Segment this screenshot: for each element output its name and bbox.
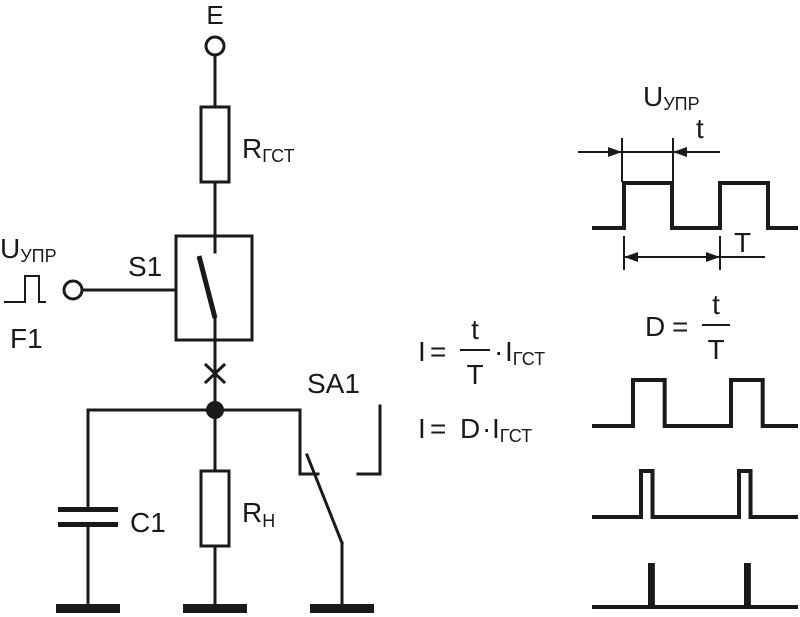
waveform-duty-low xyxy=(592,563,798,609)
formula2-rhs: IГСТ xyxy=(492,413,532,446)
formula3-den: T xyxy=(707,334,724,365)
capacitor-plate-bottom xyxy=(58,522,118,527)
pulse-width-arrow-right xyxy=(673,147,687,157)
period-arrow-right xyxy=(706,252,720,262)
formula-current-ratio: I = t T · IГСТ xyxy=(418,314,545,390)
formula1-lhs: I xyxy=(418,336,426,367)
ground-sa1 xyxy=(310,604,374,613)
control-input-label: UУПР xyxy=(0,233,57,266)
resistor-gst xyxy=(199,105,231,184)
supply-terminal xyxy=(204,35,226,57)
formula2-dot: · xyxy=(482,413,491,444)
formula3-lhs: D xyxy=(645,311,665,342)
generator-label: F1 xyxy=(10,323,43,354)
formula1-rhs: IГСТ xyxy=(505,336,545,369)
sa1-actuator-bracket xyxy=(356,404,382,476)
ground-rh xyxy=(183,604,247,613)
capacitor-plate-top xyxy=(58,507,118,512)
resistor-load-label: RН xyxy=(242,497,275,531)
formula1-eq: = xyxy=(430,336,446,367)
formula3-num: t xyxy=(712,289,720,320)
switch-s1-blade xyxy=(196,255,218,319)
formula2-eq: = xyxy=(430,413,446,444)
formula-duty-cycle: D = t T xyxy=(645,289,730,365)
sa1-blade xyxy=(305,453,344,545)
pulse-width-arrow-left xyxy=(608,147,622,157)
waveforms xyxy=(592,181,798,609)
period-arrow-left xyxy=(624,252,638,262)
formula3-eq: = xyxy=(672,311,688,342)
ground-c1 xyxy=(56,604,120,613)
waveform-duty-high xyxy=(592,378,798,428)
control-input-terminal xyxy=(62,279,84,301)
resistor-load xyxy=(199,469,231,548)
switch-sa1-label: SA1 xyxy=(307,368,360,399)
formula-current-duty: I = D · IГСТ xyxy=(418,413,532,446)
capacitor-label: C1 xyxy=(130,507,166,538)
waveform-control xyxy=(592,181,798,230)
switch-s1-label: S1 xyxy=(128,251,162,282)
formula2-lhs: I xyxy=(418,413,426,444)
waveform-duty-mid xyxy=(592,469,798,519)
pulse-width-label: t xyxy=(696,113,704,144)
formula1-num: t xyxy=(471,314,479,345)
supply-label: E xyxy=(206,0,223,30)
resistor-gst-label: RГСТ xyxy=(242,133,295,166)
break-mark-b xyxy=(203,362,227,385)
formula1-dot: · xyxy=(494,336,503,367)
formula1-den: T xyxy=(466,359,483,390)
formula2-d: D xyxy=(460,413,480,444)
period-label: T xyxy=(734,227,751,258)
timing-control-label: UУПР xyxy=(643,81,700,114)
control-pulse-icon xyxy=(4,275,46,303)
